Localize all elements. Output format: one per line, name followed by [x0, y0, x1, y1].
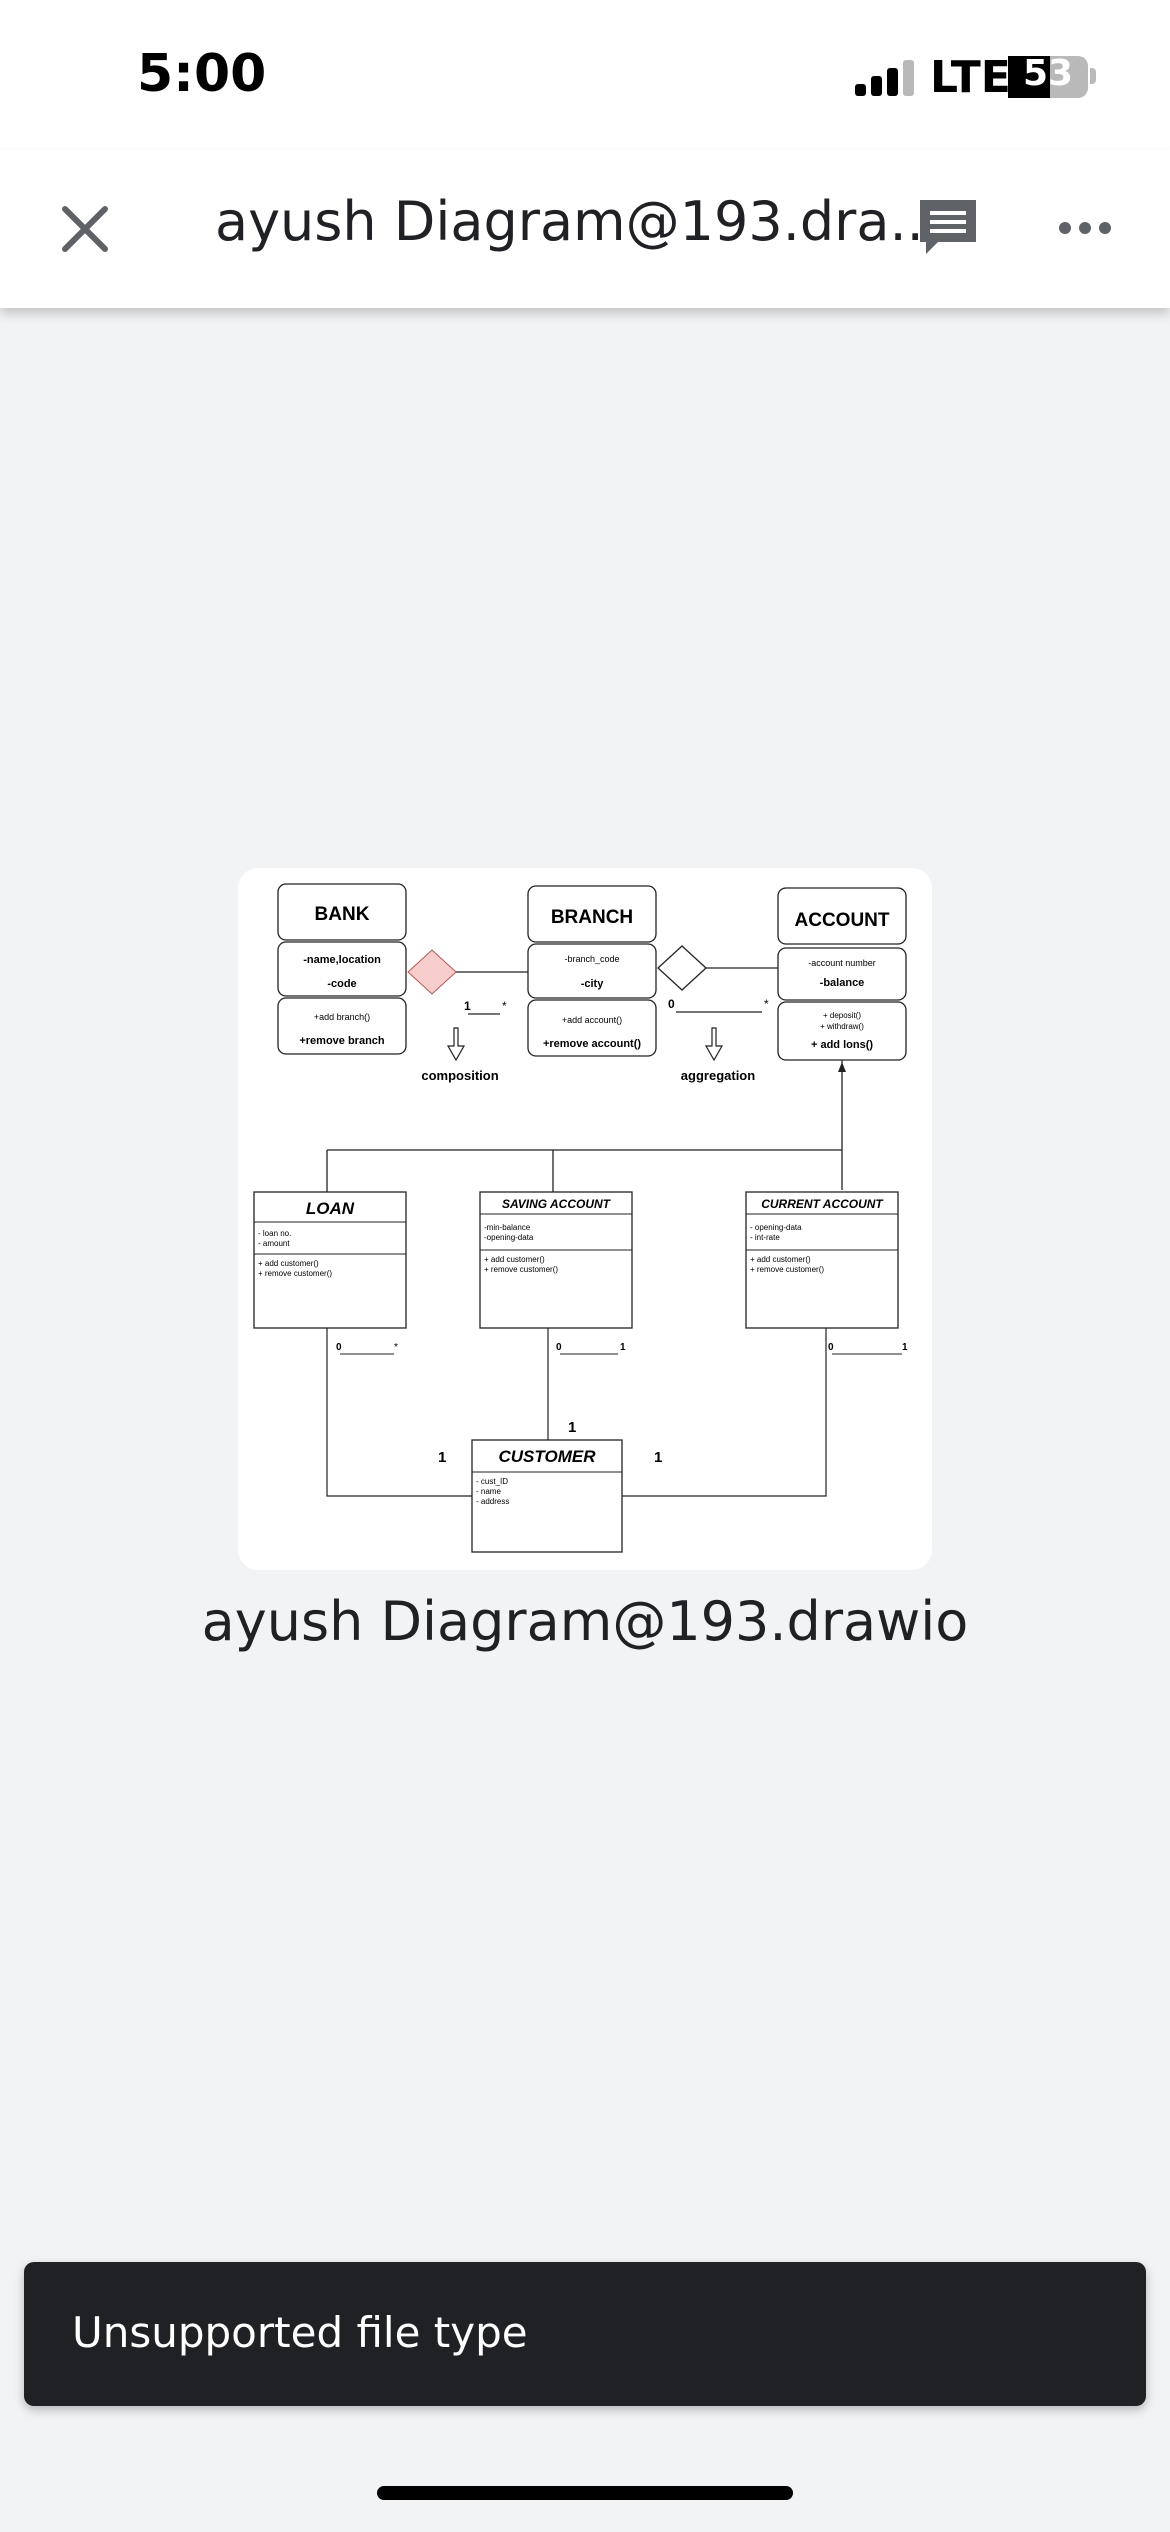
- aggregation-label: aggregation: [681, 1068, 755, 1083]
- aggregation-diamond: [657, 945, 707, 991]
- saving-mult-right: 1: [620, 1342, 626, 1353]
- composition-label: composition: [421, 1068, 498, 1083]
- customer-attr-1: - cust_ID: [476, 1477, 508, 1486]
- more-options-button[interactable]: [1055, 208, 1115, 248]
- comment-button[interactable]: [912, 192, 984, 264]
- cellular-signal-icon: [855, 60, 917, 96]
- bank-class: BANK -name,location -code +add branch() …: [277, 883, 407, 1055]
- loan-class-name: LOAN: [306, 1199, 355, 1218]
- branch-account-mult-left: 0: [668, 997, 675, 1011]
- file-title: ayush Diagram@193.dra...: [215, 190, 941, 253]
- close-button[interactable]: [50, 194, 120, 264]
- customer-class: CUSTOMER - cust_ID - name - address: [471, 1439, 623, 1553]
- account-op-2: + withdraw(): [820, 1022, 864, 1031]
- status-bar: 5:00 LTE 53: [0, 0, 1170, 150]
- loan-mult-right: *: [394, 1342, 398, 1353]
- customer-class-name: CUSTOMER: [499, 1447, 597, 1466]
- bank-attr-2: -code: [327, 978, 356, 990]
- bank-op-2: +remove branch: [299, 1035, 385, 1047]
- composition-diamond: [407, 949, 457, 995]
- battery-level: 53: [1022, 53, 1074, 94]
- loan-attr-1: - loan no.: [258, 1229, 291, 1238]
- saving-account-class: SAVING ACCOUNT -min-balance -opening-dat…: [479, 1191, 633, 1329]
- loan-mult-left: 0: [336, 1342, 342, 1353]
- file-name-caption: ayush Diagram@193.drawio: [201, 1590, 969, 1653]
- bank-class-name: BANK: [315, 904, 370, 925]
- bank-attr-1: -name,location: [303, 954, 381, 966]
- loan-op-2: + remove customer(): [258, 1269, 332, 1278]
- branch-class: BRANCH -branch_code -city +add account()…: [527, 885, 657, 1057]
- status-time: 5:00: [137, 44, 267, 104]
- snackbar: Unsupported file type: [24, 2262, 1146, 2406]
- network-type: LTE: [930, 52, 1011, 103]
- uml-class-diagram: BANK -name,location -code +add branch() …: [253, 883, 908, 1553]
- current-customer-link: [622, 1328, 827, 1497]
- inheritance-arrowhead: [838, 1062, 846, 1072]
- comment-icon: [920, 200, 976, 254]
- branch-op-1: +add account(): [562, 1015, 622, 1025]
- file-preview-thumbnail[interactable]: BANK -name,location -code +add branch() …: [238, 868, 932, 1570]
- loan-class: LOAN - loan no. - amount + add customer(…: [253, 1191, 407, 1329]
- bank-branch-mult-right: *: [502, 999, 507, 1013]
- customer-mult-left: 1: [438, 1449, 446, 1466]
- loan-attr-2: - amount: [258, 1239, 290, 1248]
- account-op-1: + deposit(): [823, 1011, 861, 1020]
- aggregation-arrow: [704, 1027, 724, 1062]
- loan-op-1: + add customer(): [258, 1259, 319, 1268]
- account-attr-2: -balance: [820, 977, 865, 989]
- composition-arrow: [446, 1027, 466, 1062]
- branch-class-name: BRANCH: [551, 907, 633, 928]
- account-attr-1: -account number: [808, 958, 876, 968]
- bank-op-1: +add branch(): [314, 1012, 370, 1022]
- saving-class-name: SAVING ACCOUNT: [502, 1197, 612, 1211]
- account-class: ACCOUNT -account number -balance + depos…: [777, 887, 907, 1061]
- branch-account-mult-right: *: [764, 997, 769, 1011]
- customer-mult-right: 1: [654, 1449, 662, 1466]
- current-op-1: + add customer(): [750, 1255, 811, 1264]
- close-icon: [62, 206, 108, 252]
- bank-branch-mult-left: 1: [464, 999, 471, 1013]
- customer-mult-top: 1: [568, 1419, 576, 1436]
- current-mult-right: 1: [902, 1342, 908, 1353]
- current-attr-1: - opening-data: [750, 1223, 802, 1232]
- saving-op-1: + add customer(): [484, 1255, 545, 1264]
- saving-attr-1: -min-balance: [484, 1223, 531, 1232]
- current-account-class: CURRENT ACCOUNT - opening-data - int-rat…: [745, 1191, 899, 1329]
- current-class-name: CURRENT ACCOUNT: [761, 1197, 884, 1211]
- customer-attr-3: - address: [476, 1497, 509, 1506]
- account-op-3: + add lons(): [811, 1039, 873, 1051]
- current-attr-2: - int-rate: [750, 1233, 780, 1242]
- branch-op-2: +remove account(): [543, 1038, 641, 1050]
- battery-fill: [1008, 56, 1051, 98]
- snackbar-message: Unsupported file type: [72, 2308, 528, 2357]
- battery-icon: 53: [1008, 53, 1088, 98]
- account-class-name: ACCOUNT: [795, 910, 890, 931]
- home-indicator[interactable]: [377, 2486, 793, 2500]
- current-mult-left: 0: [828, 1342, 834, 1353]
- more-horizontal-icon: [1059, 222, 1111, 234]
- branch-attr-1: -branch_code: [564, 954, 619, 964]
- current-op-2: + remove customer(): [750, 1265, 824, 1274]
- loan-customer-link: [326, 1328, 472, 1497]
- saving-op-2: + remove customer(): [484, 1265, 558, 1274]
- saving-mult-left: 0: [556, 1342, 562, 1353]
- branch-attr-2: -city: [581, 978, 605, 990]
- viewer-toolbar: ayush Diagram@193.dra...: [0, 150, 1170, 308]
- saving-attr-2: -opening-data: [484, 1233, 534, 1242]
- customer-attr-2: - name: [476, 1487, 501, 1496]
- battery-tip: [1090, 68, 1096, 84]
